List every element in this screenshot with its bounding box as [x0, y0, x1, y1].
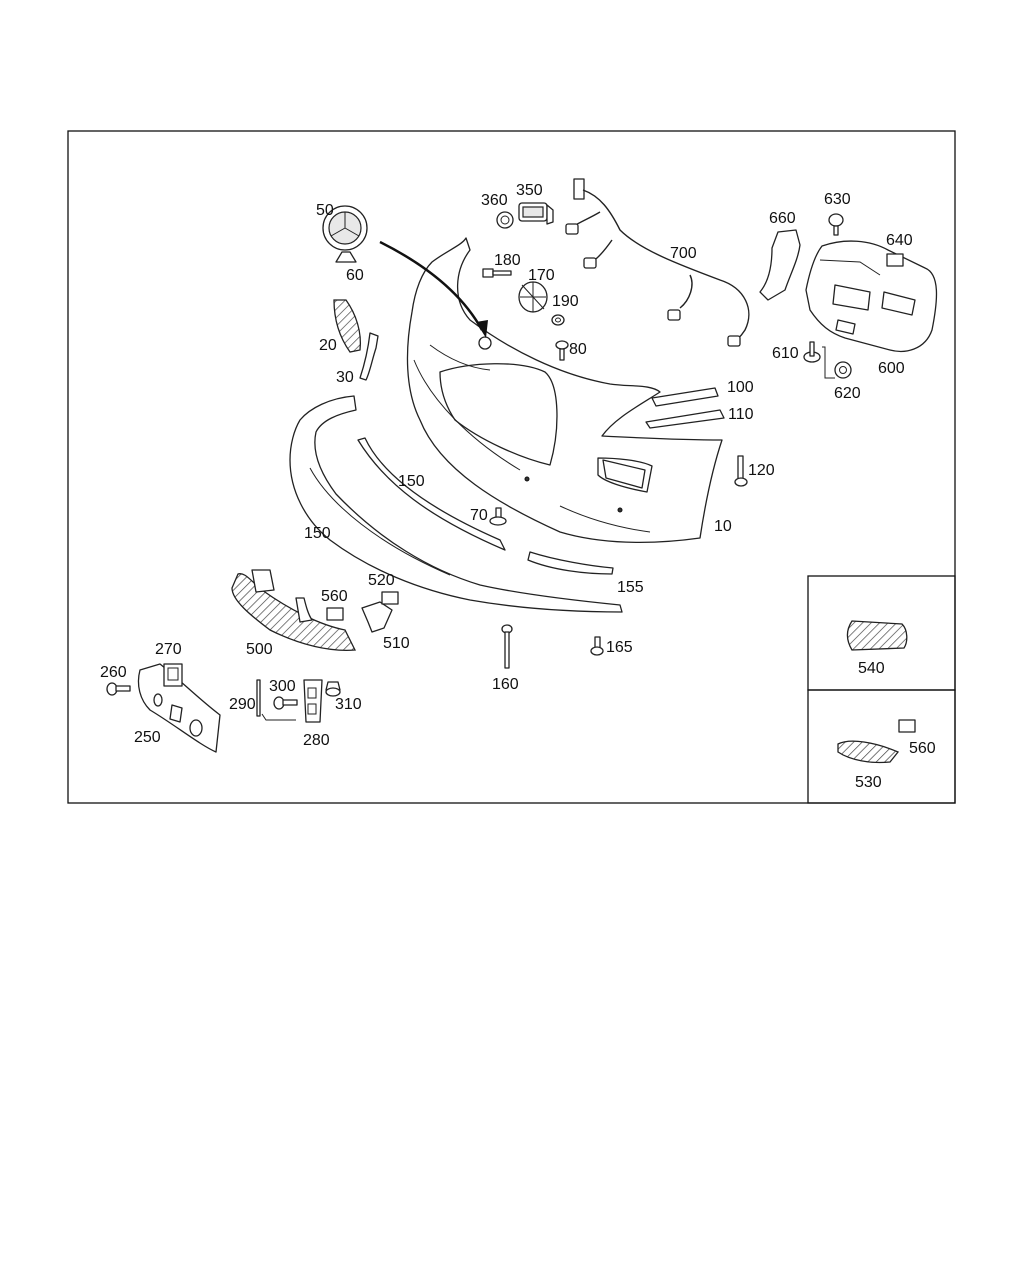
- screw-300-part: [273, 696, 298, 710]
- callout-30: 30: [336, 369, 354, 386]
- callout-510: 510: [383, 635, 410, 652]
- callout-360: 360: [481, 192, 508, 209]
- callout-190: 190: [552, 293, 579, 310]
- bumper-cover-part: [406, 237, 723, 544]
- callout-610: 610: [772, 345, 799, 362]
- screw-260-part: [106, 682, 131, 696]
- leader-290-280: [261, 713, 296, 721]
- callout-150-lower: 150: [304, 525, 331, 542]
- screw-70-part: [489, 507, 507, 526]
- callout-280: 280: [303, 732, 330, 749]
- clip-560-inset-part: [898, 719, 916, 733]
- callout-660: 660: [769, 210, 796, 227]
- clip-270-part: [163, 663, 183, 687]
- callout-300: 300: [269, 678, 296, 695]
- callout-630: 630: [824, 191, 851, 208]
- leader-arrow-50: [379, 240, 488, 338]
- clip-560-part: [326, 607, 344, 621]
- callout-260: 260: [100, 664, 127, 681]
- callout-170: 170: [528, 267, 555, 284]
- screw-165-part: [590, 636, 604, 656]
- parking-sensor-part: [518, 202, 554, 225]
- bracket-280-part: [303, 679, 323, 723]
- callout-250: 250: [134, 729, 161, 746]
- lower-spoiler-part: [289, 395, 623, 613]
- bracket-510-part: [361, 601, 393, 633]
- callout-270: 270: [155, 641, 182, 658]
- callout-155: 155: [617, 579, 644, 596]
- callout-120: 120: [748, 462, 775, 479]
- callout-10: 10: [714, 518, 732, 535]
- star-emblem-part: [322, 205, 368, 251]
- leader-610-620: [822, 346, 835, 379]
- callout-110: 110: [728, 406, 754, 423]
- callout-640: 640: [886, 232, 913, 249]
- nut-190-part: [551, 314, 565, 326]
- clip-310-part: [325, 681, 341, 697]
- pin-290-part: [256, 679, 261, 717]
- callout-540: 540: [858, 660, 885, 677]
- callout-620: 620: [834, 385, 861, 402]
- callout-560-inset: 560: [909, 740, 936, 757]
- callout-180: 180: [494, 252, 521, 269]
- grille-insert-540-part: [846, 620, 908, 651]
- inset-boxes: [807, 575, 956, 804]
- wiring-harness-part: [565, 178, 750, 347]
- callout-labels: 10 20 30 50 60 70 80 100 110 120 150 150…: [100, 182, 936, 791]
- rivet-160-part: [501, 624, 513, 669]
- clip-520-part: [381, 591, 399, 605]
- callout-60: 60: [346, 267, 364, 284]
- side-bumper-part: [805, 240, 938, 353]
- callout-600: 600: [878, 360, 905, 377]
- bracket-30-part: [359, 332, 379, 381]
- callout-310: 310: [335, 696, 362, 713]
- callout-290: 290: [229, 696, 256, 713]
- grille-insert-530-part: [837, 740, 900, 764]
- screw-80-part: [555, 340, 569, 361]
- bolt-180-part: [482, 268, 512, 278]
- callout-520: 520: [368, 572, 395, 589]
- callout-500: 500: [246, 641, 273, 658]
- callout-165: 165: [606, 639, 633, 656]
- callout-20: 20: [319, 337, 337, 354]
- callout-350: 350: [516, 182, 543, 199]
- sensor-bracket-part: [518, 281, 548, 313]
- callout-50: 50: [316, 202, 334, 219]
- callout-80: 80: [569, 341, 587, 358]
- lower-trim-155-part: [527, 551, 614, 575]
- diagram-frame: [67, 130, 956, 804]
- screw-630-part: [828, 213, 844, 236]
- grille-insert-part: [333, 299, 362, 353]
- callout-150-upper: 150: [398, 473, 425, 490]
- clip-60-part: [335, 251, 357, 263]
- air-duct-660-part: [759, 229, 801, 301]
- screw-120-part: [734, 455, 748, 487]
- nut-620-part: [834, 361, 852, 379]
- callout-560-main: 560: [321, 588, 348, 605]
- screw-610-part: [803, 341, 821, 363]
- lower-grille-part: [231, 569, 357, 651]
- clip-640-part: [886, 253, 904, 267]
- callout-530: 530: [855, 774, 882, 791]
- callout-70: 70: [470, 507, 488, 524]
- trim-100-110-parts: [645, 387, 725, 429]
- callout-100: 100: [727, 379, 754, 396]
- license-plate-bracket-part: [137, 663, 221, 753]
- callout-160: 160: [492, 676, 519, 693]
- callout-700: 700: [670, 245, 697, 262]
- sensor-ring-part: [496, 211, 514, 229]
